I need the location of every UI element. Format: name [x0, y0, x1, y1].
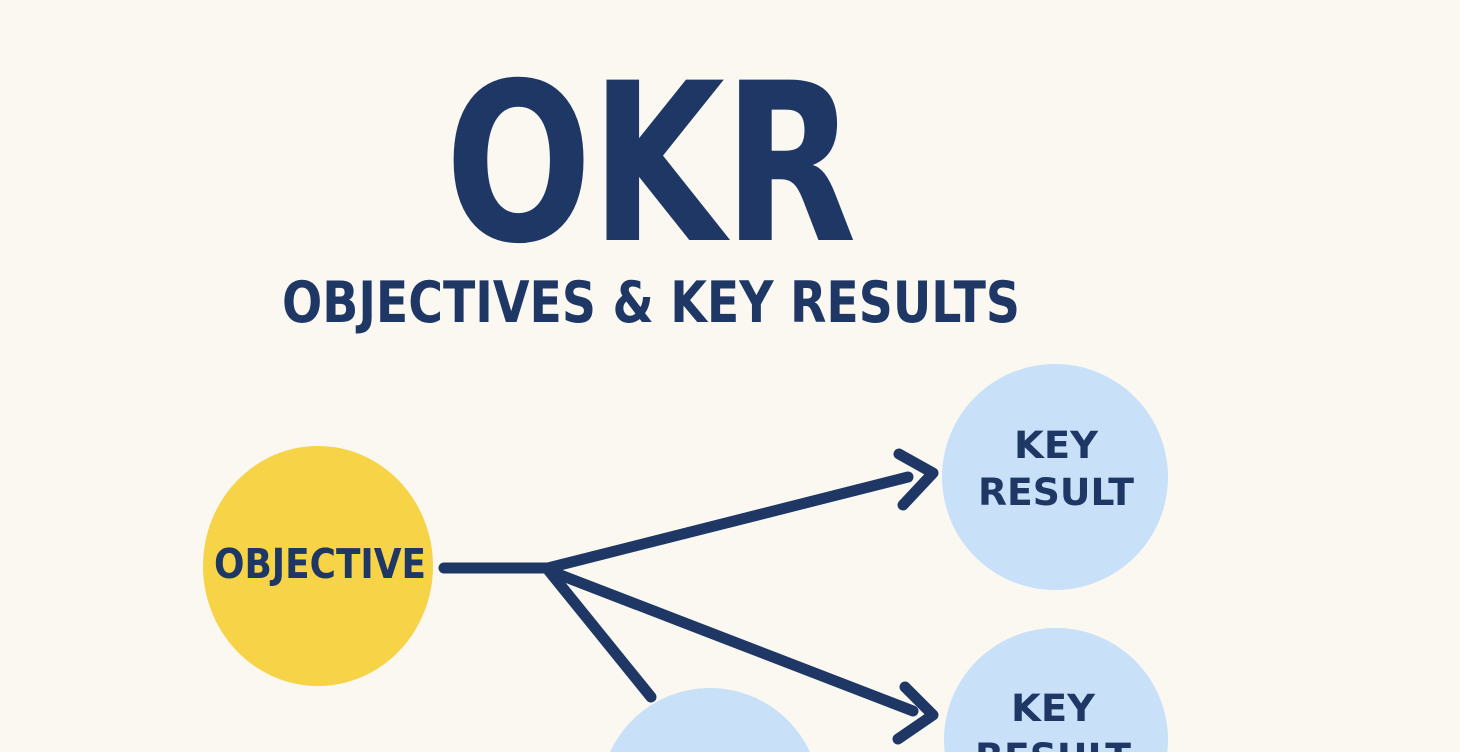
arrow-head-top-right-icon	[893, 448, 939, 511]
arrow-line-top-right	[542, 471, 914, 574]
key-result-circle-bottom-right	[944, 628, 1168, 752]
subtitle: OBJECTIVES & KEY RESULTS	[282, 270, 1020, 336]
arrow-line-bottom-right	[544, 565, 919, 717]
key-result-bottom-right-label-line2: RESULT	[975, 736, 1132, 752]
main-title: OKR	[445, 36, 855, 292]
key-result-top-right-label-line1: KEY	[1014, 424, 1099, 467]
key-result-top-right-label-line2: RESULT	[978, 471, 1135, 514]
objective-circle	[203, 446, 433, 686]
connector-arrows	[438, 448, 939, 745]
key-result-circle-top-right	[942, 364, 1168, 590]
objective-label: OBJECTIVE	[214, 540, 426, 588]
arrow-head-bottom-right-icon	[892, 681, 939, 745]
arrow-line-bottom-center	[543, 565, 657, 703]
key-result-bottom-right-label-line1: KEY	[1011, 687, 1096, 730]
key-result-circle-bottom-center	[610, 688, 810, 752]
